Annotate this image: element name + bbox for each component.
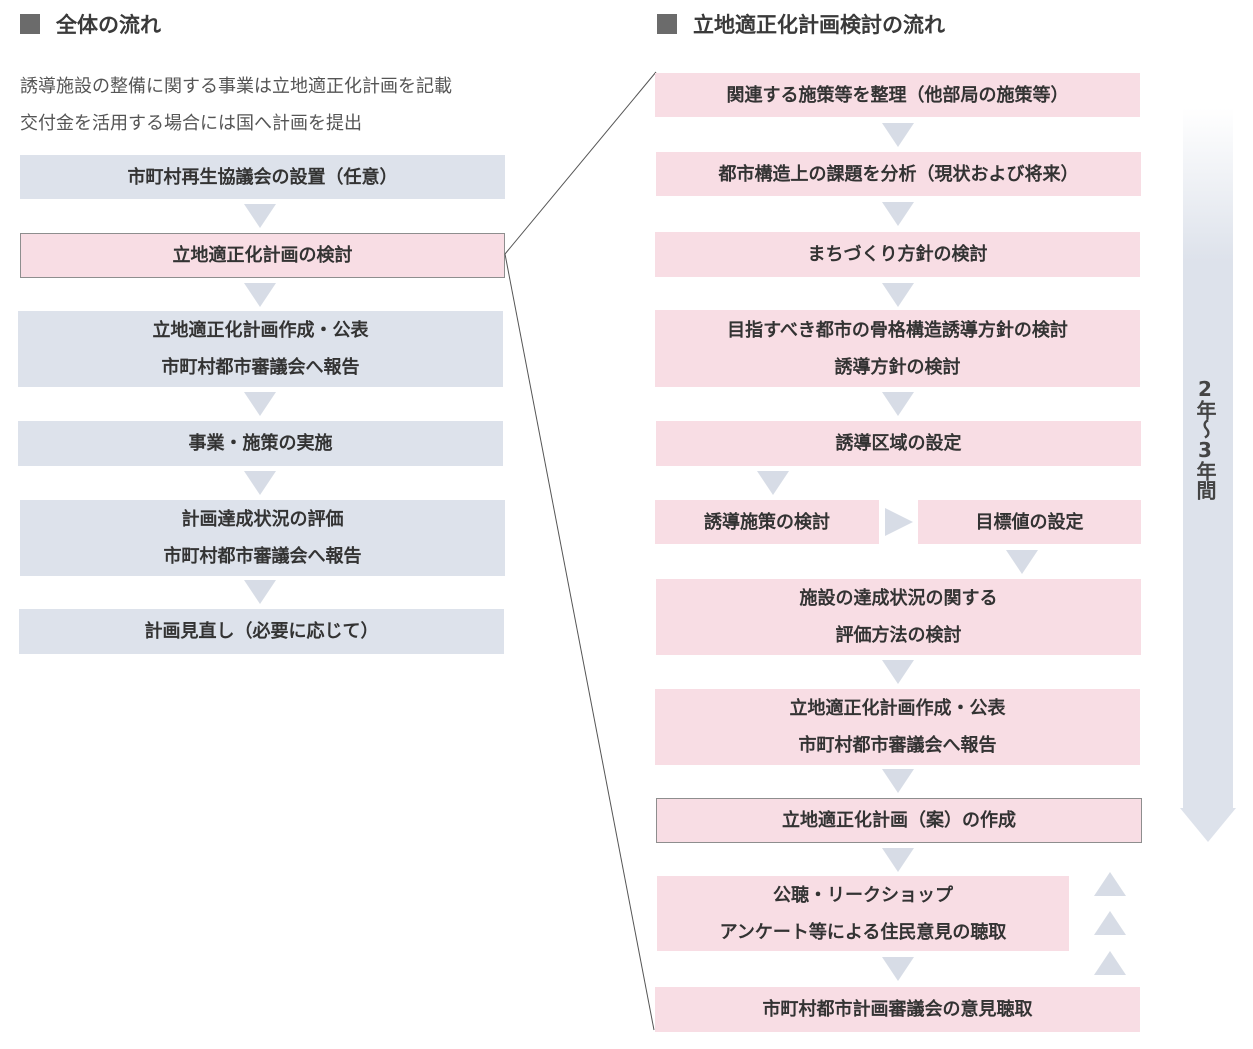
right-step-10: 立地適正化計画（案）の作成 — [656, 798, 1142, 843]
right-step-12-line-1: 市町村都市計画審議会の意見聴取 — [762, 999, 1033, 1020]
down-arrow-icon — [882, 848, 914, 872]
heading-square-icon — [20, 14, 40, 34]
left-step-6-line-1: 計画見直し（必要に応じて） — [144, 621, 379, 642]
right-heading-text: 立地適正化計画検討の流れ — [693, 13, 945, 37]
right-step-8-line-1: 施設の達成状況の関する — [799, 588, 998, 609]
intro-line-2: 交付金を活用する場合には国へ計画を提出 — [20, 113, 362, 134]
left-step-1-line-1: 市町村再生協議会の設置（任意） — [127, 166, 398, 188]
right-step-8: 施設の達成状況の関する 評価方法の検討 — [656, 579, 1141, 655]
right-step-8-line-2: 評価方法の検討 — [835, 625, 962, 646]
right-step-5-line-1: 誘導区域の設定 — [835, 433, 962, 454]
left-step-3-line-2: 市町村都市審議会へ報告 — [161, 357, 360, 378]
up-arrow-icon — [1094, 872, 1126, 896]
right-step-11-line-1: 公聴・リークショップ — [773, 884, 953, 906]
left-step-3-line-1: 立地適正化計画作成・公表 — [152, 320, 369, 341]
period-arrow-icon — [1180, 808, 1236, 842]
down-arrow-icon — [882, 660, 914, 684]
left-step-2: 立地適正化計画の検討 — [20, 233, 505, 278]
down-arrow-icon — [1006, 550, 1038, 574]
up-arrow-icon — [1094, 911, 1126, 935]
down-arrow-icon — [244, 283, 276, 307]
right-step-3: まちづくり方針の検討 — [655, 232, 1140, 277]
down-arrow-icon — [882, 769, 914, 793]
down-arrow-icon — [882, 202, 914, 226]
left-step-5-line-2: 市町村都市審議会へ報告 — [163, 546, 362, 567]
down-arrow-icon — [882, 957, 914, 981]
period-bar — [1183, 108, 1233, 808]
down-arrow-icon — [244, 471, 276, 495]
left-step-5-line-1: 計画達成状況の評価 — [181, 509, 344, 530]
right-step-9-line-1: 立地適正化計画作成・公表 — [789, 698, 1006, 719]
up-arrow-icon — [1094, 951, 1126, 975]
down-arrow-icon — [244, 204, 276, 228]
down-arrow-icon — [244, 392, 276, 416]
right-step-4-line-2: 誘導方針の検討 — [834, 356, 961, 378]
left-step-5: 計画達成状況の評価 市町村都市審議会へ報告 — [20, 500, 505, 576]
right-step-10-line-1: 立地適正化計画（案）の作成 — [782, 810, 1016, 831]
left-heading-text: 全体の流れ — [56, 13, 161, 37]
right-step-5: 誘導区域の設定 — [656, 421, 1141, 466]
left-step-6: 計画見直し（必要に応じて） — [19, 609, 504, 654]
right-step-9-line-2: 市町村都市審議会へ報告 — [798, 735, 997, 756]
down-arrow-icon — [882, 392, 914, 416]
right-step-6-line-1: 誘導施策の検討 — [704, 511, 830, 533]
right-step-4-line-1: 目指すべき都市の骨格構造誘導方針の検討 — [727, 319, 1068, 341]
heading-square-icon — [657, 14, 677, 34]
left-step-3: 立地適正化計画作成・公表 市町村都市審議会へ報告 — [18, 311, 503, 387]
left-step-2-line-1: 立地適正化計画の検討 — [172, 245, 353, 266]
intro-line-1: 誘導施設の整備に関する事業は立地適正化計画を記載 — [20, 76, 452, 97]
right-step-9: 立地適正化計画作成・公表 市町村都市審議会へ報告 — [655, 689, 1140, 765]
left-step-1: 市町村再生協議会の設置（任意） — [20, 155, 505, 199]
down-arrow-icon — [882, 123, 914, 147]
right-step-11: 公聴・リークショップ アンケート等による住民意見の聴取 — [657, 876, 1069, 951]
right-step-1: 関連する施策等を整理（他部局の施策等） — [655, 73, 1140, 117]
right-step-4: 目指すべき都市の骨格構造誘導方針の検討 誘導方針の検討 — [655, 310, 1140, 387]
right-arrow-icon — [885, 508, 913, 536]
left-heading: 全体の流れ — [20, 10, 161, 38]
down-arrow-icon — [757, 471, 789, 495]
right-step-6: 誘導施策の検討 — [655, 500, 879, 544]
right-step-2-line-1: 都市構造上の課題を分析（現状および将来） — [718, 163, 1079, 185]
right-step-2: 都市構造上の課題を分析（現状および将来） — [656, 152, 1141, 196]
down-arrow-icon — [882, 283, 914, 307]
right-step-1-line-1: 関連する施策等を整理（他部局の施策等） — [726, 84, 1069, 106]
right-step-7: 目標値の設定 — [918, 500, 1141, 544]
left-step-4-line-1: 事業・施策の実施 — [188, 433, 333, 454]
right-step-3-line-1: まちづくり方針の検討 — [807, 244, 988, 265]
down-arrow-icon — [244, 580, 276, 604]
right-step-12: 市町村都市計画審議会の意見聴取 — [655, 987, 1140, 1032]
period-label: 2年～3年間 — [1193, 377, 1217, 499]
right-step-11-line-2: アンケート等による住民意見の聴取 — [719, 921, 1007, 943]
left-step-4: 事業・施策の実施 — [18, 421, 503, 466]
right-step-7-line-1: 目標値の設定 — [975, 511, 1084, 533]
right-heading: 立地適正化計画検討の流れ — [657, 10, 945, 38]
